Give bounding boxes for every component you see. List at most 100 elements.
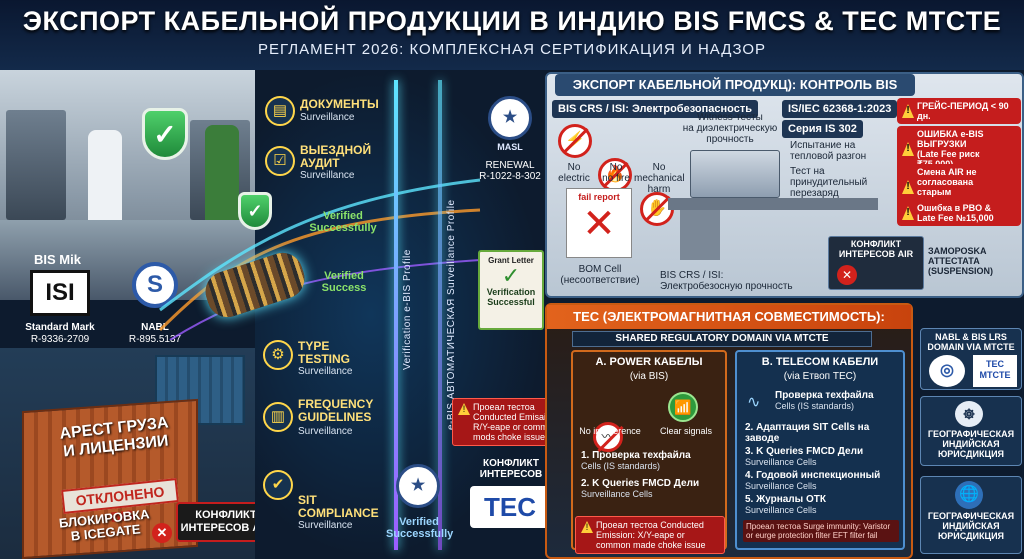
thermal-test-label: Испытание на тепловой разгон [790,140,867,162]
header: ЭКСПОРТ КАБЕЛЬНОЙ ПРОДУКЦИИ В ИНДИЮ BIS … [0,0,1024,70]
verification-successful: Verification Successful [486,287,536,307]
waveform-icon: ∿ [747,394,761,411]
page-subtitle: РЕГЛАМЕНТ 2026: КОМПЛЕКСНАЯ СЕРТИФИКАЦИЯ… [257,41,767,58]
step-frequency-title: FREQUENCY GUIDELINES [298,397,374,424]
nabl-title: NABL [141,322,169,333]
lab-bench [668,198,878,210]
surge-warning: Проеал тестоа Surge immunity: Varistor o… [743,520,899,542]
tec-panel-heading: TEC (ЭЛЕКТРОМАГНИТНАЯ СОВМЕСТИМОСТЬ): КО… [547,305,911,348]
list-item: 2. K Queries FMCD Дели Surveillance Cell… [581,478,700,499]
no-mechanical-label: No mechanical harm [634,162,685,195]
bis-mark-title: BIS Mik [34,252,81,267]
masl-seal-icon: ★ [488,96,532,140]
step-documents-sub: Surveillance [300,112,355,123]
nabl-domain-card: NABL & BIS LRS DOMAIN VIA MTCTE ◎ TEC MT… [920,328,1022,390]
nabl-code: R-895.5137 [128,334,182,345]
doc-gear-icon: ▥ [263,402,293,432]
fail-x-icon: ✕ [582,202,616,246]
seal-name: MASL [497,142,523,152]
step-type-testing-title: TYPE TESTING [298,339,351,366]
power-cables-title: A. POWER КАБЕЛЫ [595,356,703,368]
grace-period-warning: ГРЕЙС-ПЕРИОД < 90 дн. [897,98,1021,124]
pbo-fee-warning: Ошибка в PBO & Late Fee №15,000 [897,200,1021,226]
jurisdiction-label-2: ГЕОГРАФИЧЕСКАЯ ИНДИЙСКАЯ ЮРИСДИКЦИЯ [927,511,1015,541]
renewal-title: RENEWAL [485,160,535,171]
no-electric-icon: ⚡ [558,124,592,158]
error-x-icon: ✕ [152,523,172,543]
verification-beam [394,80,398,550]
machine [6,110,66,220]
step-frequency-sub: Surveillance [298,426,353,437]
step-type-testing-sub: Surveillance [298,366,353,377]
gear-icon: ⚙ [263,340,293,370]
step-sit-title: SIT COMPLIANCE [298,493,379,520]
no-fire-label: No no fire [602,162,630,184]
list-item: 5. Журналы ОТК Surveillance Cells [745,494,826,515]
bis-mark: BIS Mik ISI Standard Mark R-9336-2709 [0,248,120,348]
verified-success-2: Verified Success [321,270,367,294]
vertical-label-2: e-BIS АВТОМАТИЧЕСКАЯ Surveillance Profil… [446,199,457,430]
emblem-icon: ☸ [955,401,983,427]
renewal-code: R-1022-8-302 [479,171,541,182]
list-item: 2. Адаптация SIT Cells на заводе [745,422,870,444]
list-item: 1. Проверка техфайла Cells (IS standards… [581,450,691,471]
clear-signal-icon: 📶 [668,392,698,422]
telecom-cables-column: B. TELECOM КАБЕЛИ (via Етвоп TEC) ∿ Пров… [735,350,905,550]
verified-successfully-bottom: Verified Successfully [386,516,454,540]
fail-report-title: fail report [578,192,620,202]
no-interference-label: No interference [579,426,641,436]
tec-mtcte-logo: TEC MTCTE [973,355,1017,387]
no-interference-icon: 〰 [593,422,623,452]
globe-icon: 🌐 [955,481,983,509]
nabl-logo-icon: ◎ [929,355,965,387]
list-item: Проверка техфайла Cells (IS standards) [775,390,874,411]
bom-cell-label: BOM Cell (несоответствие) [560,264,640,286]
jurisdiction-card-1: ☸ ГЕОГРАФИЧЕСКАЯ ИНДИЙСКАЯ ЮРИСДИКЦИЯ [920,396,1022,466]
shield-check-icon: ✓ [238,192,272,230]
telecom-cables-title: B. TELECOM КАБЕЛИ [761,356,879,368]
witness-test-label: Witness-тесты на диэлектрическую прочнос… [682,112,778,145]
bis-mark-caption: Standard Mark [25,322,95,333]
page-title: ЭКСПОРТ КАБЕЛЬНОЙ ПРОДУКЦИИ В ИНДИЮ BIS … [22,6,1002,36]
check-icon: ✓ [501,263,521,288]
verified-seal-icon: ★ [396,464,440,508]
no-electric-label: No electric [558,162,590,184]
grant-letter-title: Grant Letter [488,256,534,265]
no-fire-icon: 🔥 [598,158,632,192]
checklist-icon: ☑ [265,146,295,176]
isi-logo: ISI [30,270,90,316]
verified-successfully-1: Verified Successfully [309,210,377,234]
bis-panel-heading: ЭКСПОРТ КАБЕЛЬНОЙ ПРОДУКЦ): КОНТРОЛЬ BIS [555,74,915,96]
series-label: Серия IS 302 [782,120,863,138]
list-item: 3. K Queries FMCD Дели Surveillance Cell… [745,446,864,467]
clear-signals-label: Clear signals [659,426,713,436]
step-audit-sub: Surveillance [300,170,355,181]
error-x-icon: ✕ [837,265,857,285]
air-conflict-label: КОНФЛИКТ ИНТЕРЕСОВ AIR [838,239,914,259]
tec-conflict-label: КОНФЛИКТ ИНТЕРЕСОВ [479,458,543,480]
suspension-label: ЗАМОРОSKA АТТЕСТАТА (SUSPENSION) [928,246,994,276]
fail-report-card: fail report ✕ [566,188,632,258]
document-icon: ▤ [265,96,295,126]
overload-test-label: Тест на принудительный перезаряд [790,166,868,199]
step-documents-title: ДОКУМЕНТЫ [300,97,379,111]
tec-logo: TEC [470,486,550,528]
jurisdiction-card-2: 🌐 ГЕОГРАФИЧЕСКАЯ ИНДИЙСКАЯ ЮРИСДИКЦИЯ [920,476,1022,554]
surveillance-beam [438,80,442,550]
bis-mark-code: R-9336-2709 [30,334,90,345]
crs-label: BIS CRS / ISI: Электробезопасность [552,100,758,118]
crs-note: BIS CRS / ISI: Электробезосную прочность [660,270,793,292]
power-cables-sub: (via BIS) [629,371,669,382]
shield-check-icon: ✓ [142,108,188,160]
conducted-emission-warning: Проеал тестоа Conducted Emission: X/Y-ea… [575,516,725,554]
nabl-mark: S NABL R-895.5137 [118,258,208,348]
shared-domain-label: SHARED REGULATORY DOMAIN VIA MTCTE [572,331,872,347]
standard-label: IS/IEC 62368-1:2023 [782,100,898,118]
telecom-cables-sub: (via Етвоп TEC) [783,371,857,382]
air-conflict-card: КОНФЛИКТ ИНТЕРЕСОВ AIR ✕ [828,236,924,290]
step-audit-title: ВЫЕЗДНОЙ АУДИТ [300,143,372,170]
shield-check-icon: ✔ [263,470,293,500]
list-item: 4. Годовой инспекционный Surveillance Ce… [745,470,881,491]
vertical-label-1: Verification e-BIS Profile [402,249,413,370]
grant-letter-card: Grant Letter ✓ Verification Successful [478,250,544,330]
